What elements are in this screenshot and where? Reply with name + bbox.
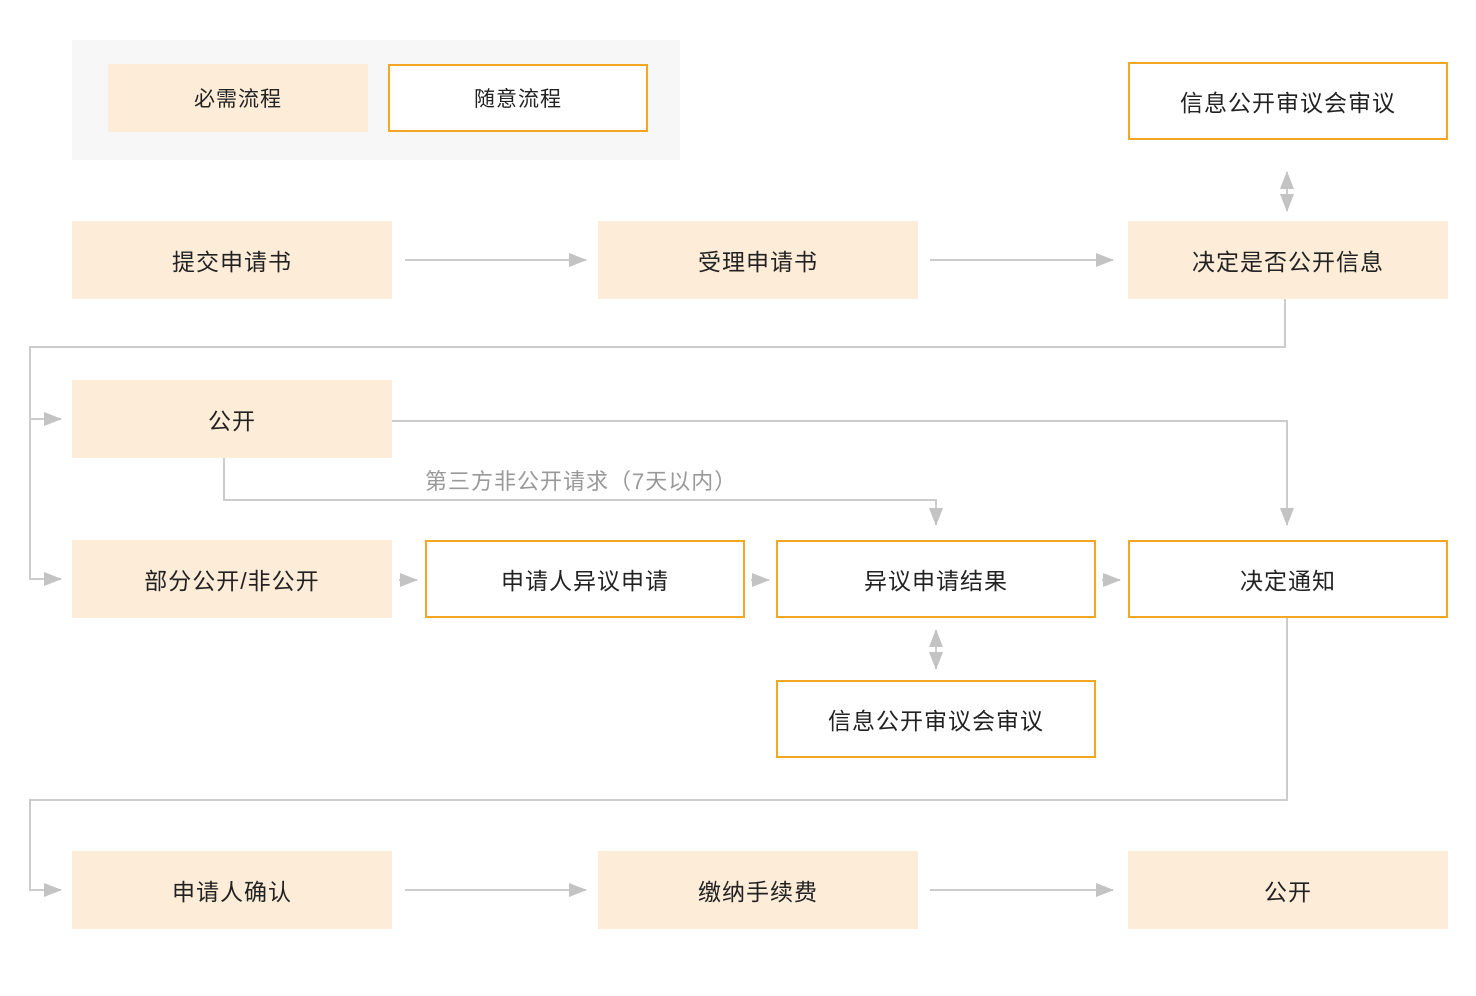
node-applicant-confirm: 申请人确认 xyxy=(72,851,392,929)
legend-required-process: 必需流程 xyxy=(108,64,368,132)
third-party-request-label: 第三方非公开请求（7天以内） xyxy=(425,469,738,494)
edge-disclose-to-objection-result xyxy=(223,458,943,526)
node-accept-application: 受理申请书 xyxy=(598,221,918,299)
node-objection-result: 异议申请结果 xyxy=(776,540,1096,618)
node-partial-or-non-disclosure: 部分公开/非公开 xyxy=(72,540,392,618)
edge-disclose-to-decision-notice xyxy=(392,420,1294,526)
node-pay-fee: 缴纳手续费 xyxy=(598,851,918,929)
node-disclose: 公开 xyxy=(72,380,392,458)
edge-decide-branch-left-rail xyxy=(29,299,1286,586)
node-review-council-bottom: 信息公开审议会审议 xyxy=(776,680,1096,758)
node-disclose-final: 公开 xyxy=(1128,851,1448,929)
edge-decision-notice-to-confirm xyxy=(29,618,1288,897)
legend-optional-process: 随意流程 xyxy=(388,64,648,132)
node-submit-application: 提交申请书 xyxy=(72,221,392,299)
node-applicant-objection: 申请人异议申请 xyxy=(425,540,745,618)
node-decide-disclosure: 决定是否公开信息 xyxy=(1128,221,1448,299)
node-review-council-top: 信息公开审议会审议 xyxy=(1128,62,1448,140)
node-decision-notice: 决定通知 xyxy=(1128,540,1448,618)
